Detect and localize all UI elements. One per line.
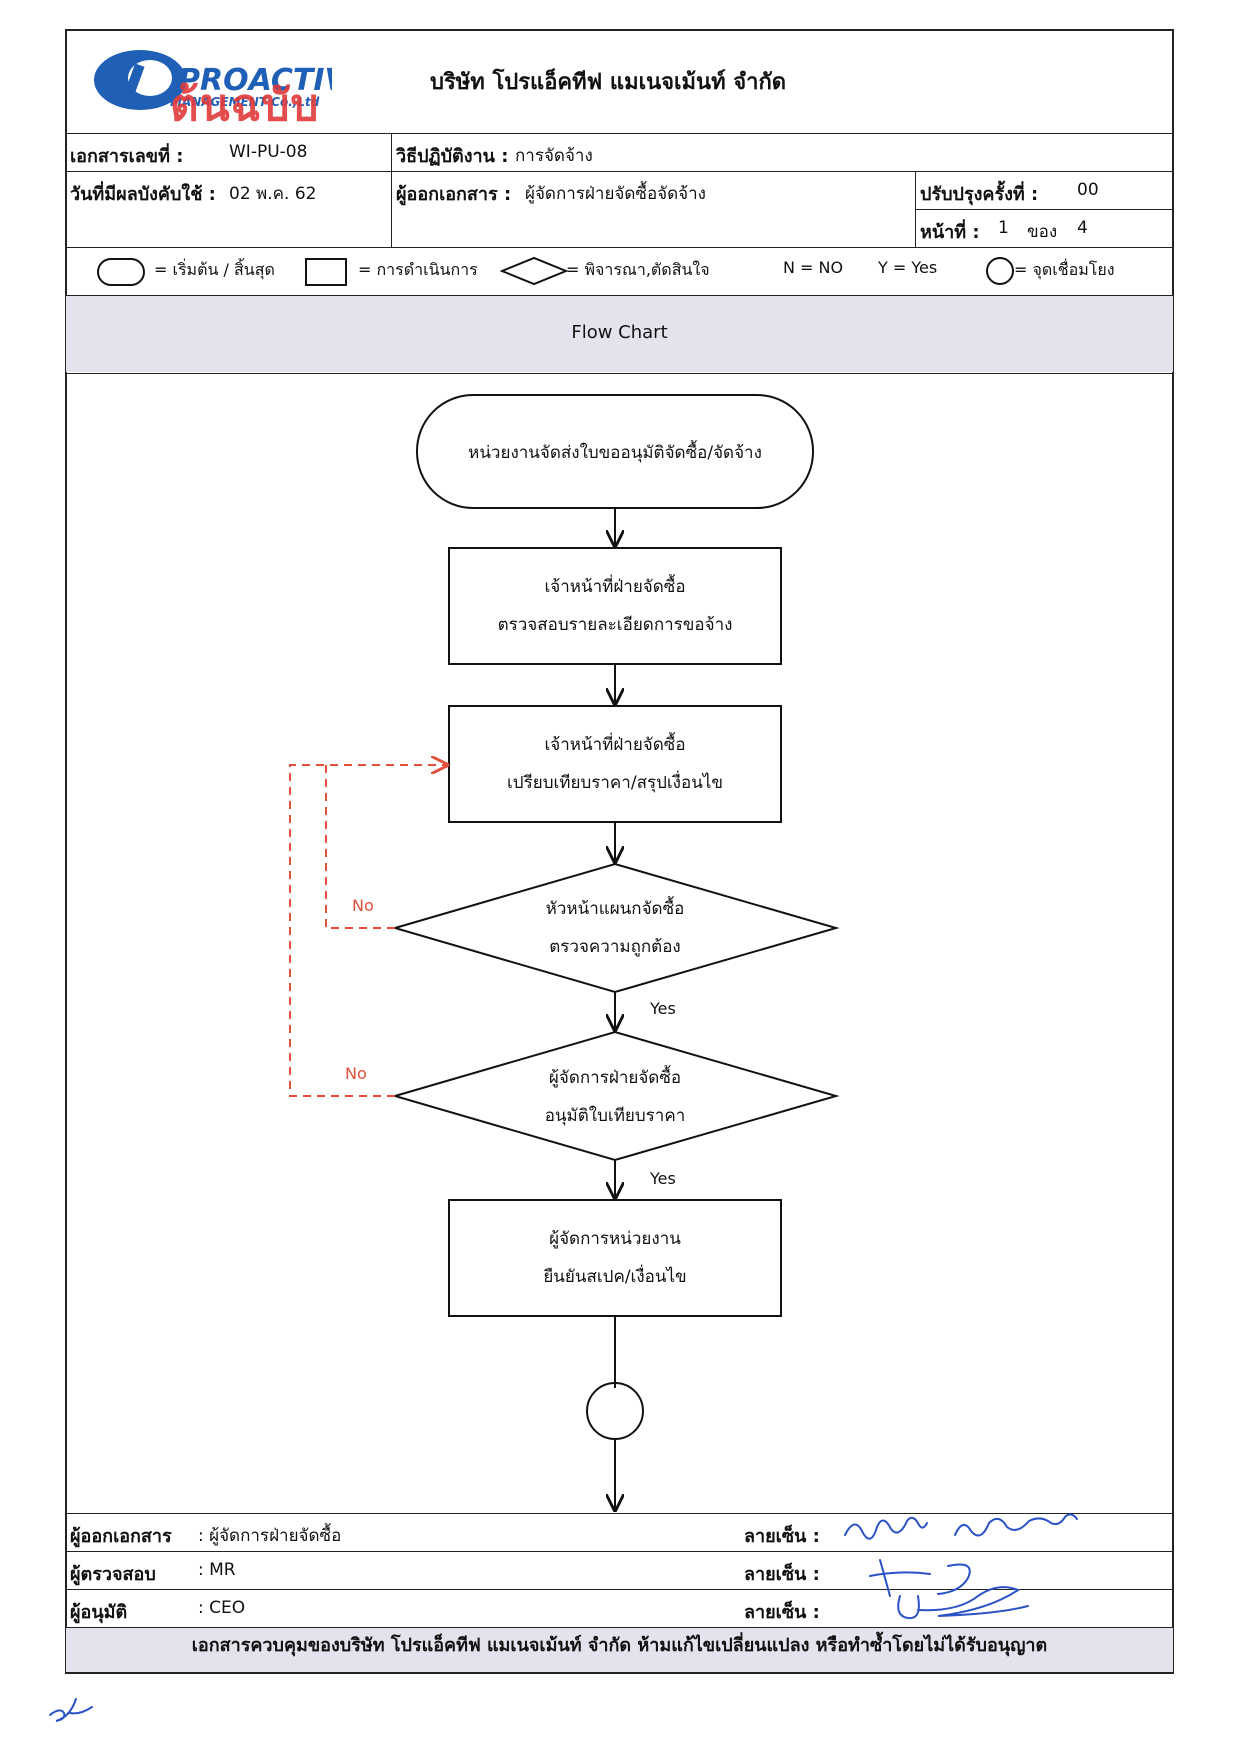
start-terminal-text: หน่วยงานจัดส่งใบขออนุมัติจัดซื้อ/จัดจ้าง: [468, 440, 762, 463]
decision-approve-line2: อนุมัติใบเทียบราคา: [545, 1105, 686, 1126]
divider: [65, 171, 1174, 172]
decision-approve-yes-label: Yes: [649, 1169, 676, 1188]
signature-approver: [897, 1586, 1029, 1620]
effective-date-value: 02 พ.ค. 62: [229, 184, 317, 204]
divider: [65, 1627, 1174, 1628]
divider: [915, 209, 1174, 210]
page-number: 1: [998, 218, 1009, 238]
divider: [65, 247, 1174, 248]
divider: [65, 373, 1174, 374]
legend-process-icon: [305, 258, 347, 290]
page-label: หน้าที่ :: [920, 222, 980, 243]
signoff-reviewer-value: : MR: [198, 1560, 236, 1580]
process-confirm-spec-line1: ผู้จัดการหน่วยงาน: [549, 1229, 681, 1249]
logo-subtext: MANAGEMENT Co.,Ltd: [170, 95, 320, 109]
signoff-issuer-value: : ผู้จัดการฝ่ายจัดซื้อ: [198, 1526, 342, 1546]
footer-note: เอกสารควบคุมของบริษัท โปรแอ็คทีฟ แมเนจเม…: [191, 1635, 1048, 1656]
signature-issuer: [844, 1513, 1078, 1540]
legend-terminal: = เริ่มต้น / สิ้นสุด: [154, 260, 275, 279]
legend-decision-icon: [499, 256, 569, 290]
page-of-label: ของ: [1027, 222, 1058, 242]
signoff-reviewer-signature-label: ลายเซ็น :: [744, 1564, 820, 1585]
loop-no-decision2: [289, 765, 447, 1097]
decision-verify-line1: หัวหน้าแผนกจัดซื้อ: [546, 896, 685, 919]
signoff-reviewer-label: ผู้ตรวจสอบ: [70, 1564, 156, 1585]
effective-date-label: วันที่มีผลบังคับใช้ :: [70, 184, 216, 205]
company-name: บริษัท โปรแอ็คทีฟ แมเนจเม้นท์ จำกัด: [430, 70, 787, 95]
doc-no-label: เอกสารเลขที่ :: [70, 146, 184, 167]
divider: [65, 133, 1174, 134]
signoff-approver-value: : CEO: [198, 1598, 246, 1618]
decision-approve-line1: ผู้จัดการฝ่ายจัดซื้อ: [549, 1065, 681, 1088]
procedure-label: วิธีปฏิบัติงาน :: [396, 146, 509, 167]
decision-verify-line2: ตรวจความถูกต้อง: [549, 937, 680, 957]
decision-approve: [391, 1030, 840, 1162]
issuer-label: ผู้ออกเอกสาร :: [396, 184, 512, 205]
page-total: 4: [1077, 218, 1088, 238]
decision-verify-no-label: No: [352, 896, 374, 915]
legend-decision: = พิจารณา,ตัดสินใจ: [566, 260, 710, 279]
original-stamp: ต้นฉบับ: [170, 80, 320, 131]
signoff-issuer-signature-label: ลายเซ็น :: [744, 1526, 820, 1547]
decision-verify: [391, 862, 840, 994]
procedure-value: การจัดจ้าง: [515, 146, 593, 166]
section-title: Flow Chart: [571, 322, 668, 343]
legend-process: = การดำเนินการ: [358, 260, 478, 279]
revision-value: 00: [1077, 180, 1099, 200]
process-compare-prices-line2: เปรียบเทียบราคา/สรุปเงื่อนไข: [507, 770, 723, 793]
process-confirm-spec-line2: ยืนยันสเปค/เงื่อนไข: [543, 1264, 686, 1287]
decision-verify-yes-label: Yes: [649, 999, 676, 1018]
issuer-value: ผู้จัดการฝ่ายจัดซื้อจัดจ้าง: [525, 184, 706, 204]
process-check-details-line1: เจ้าหน้าที่ฝ่ายจัดซื้อ: [544, 574, 685, 597]
legend-connector-icon: [985, 256, 1015, 290]
divider: [65, 295, 1174, 296]
divider: [65, 1589, 1174, 1590]
doc-no-value: WI-PU-08: [229, 142, 308, 162]
signoff-issuer-label: ผู้ออกเอกสาร: [70, 1526, 172, 1547]
legend-connector: = จุดเชื่อมโยง: [1014, 260, 1115, 279]
footer-band: [66, 1628, 1173, 1672]
divider: [65, 1513, 1174, 1514]
legend-terminal-icon: [97, 258, 145, 290]
revision-label: ปรับปรุงครั้งที่ :: [920, 184, 1039, 205]
legend-yes-definition: Y = Yes: [878, 258, 938, 277]
legend-no-definition: N = NO: [783, 258, 844, 277]
section-band: [66, 296, 1173, 372]
signature-reviewer: [869, 1559, 971, 1597]
signoff-approver-signature-label: ลายเซ็น :: [744, 1602, 820, 1623]
document-frame: [65, 29, 1174, 1674]
signoff-approver-label: ผู้อนุมัติ: [70, 1602, 128, 1623]
divider: [391, 133, 392, 247]
margin-initial: [49, 1698, 93, 1722]
process-check-details-line2: ตรวจสอบรายละเอียดการขอจ้าง: [498, 615, 733, 635]
divider: [65, 1551, 1174, 1552]
decision-approve-no-label: No: [345, 1064, 367, 1083]
process-compare-prices-line1: เจ้าหน้าที่ฝ่ายจัดซื้อ: [544, 732, 685, 755]
divider: [915, 171, 916, 247]
